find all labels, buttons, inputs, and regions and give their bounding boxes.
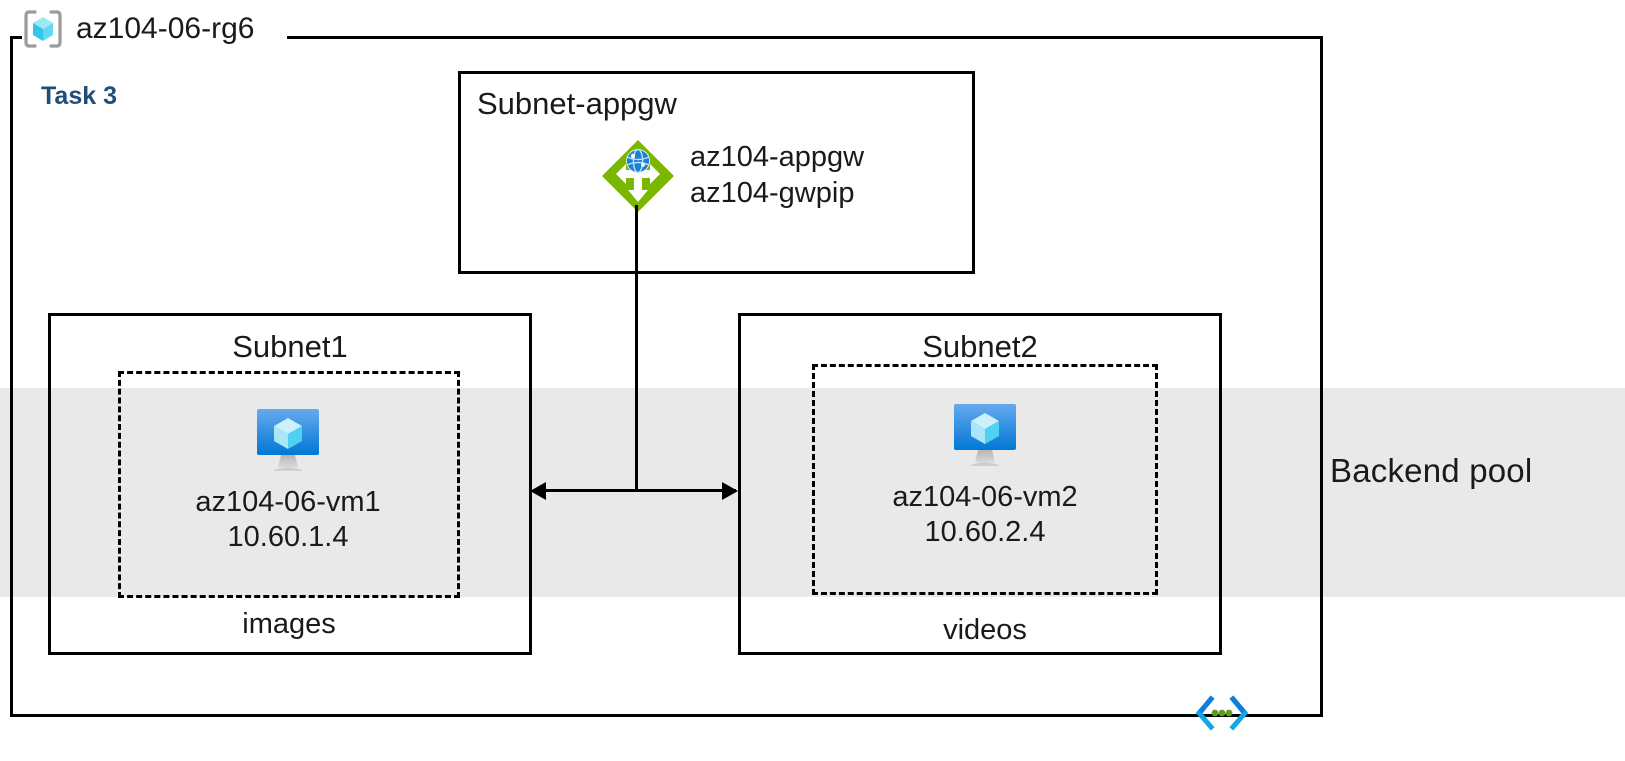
subnet1-vm-dashed-boundary xyxy=(118,371,460,598)
resource-group-cube-icon xyxy=(22,8,64,50)
subnet2-title: Subnet2 xyxy=(922,329,1038,364)
application-gateway-icon xyxy=(600,138,676,214)
resource-group-title: az104-06-rg6 xyxy=(22,5,254,53)
application-gateway-group: az104-appgw az104-gwpip xyxy=(600,138,864,214)
vm1-ip: 10.60.1.4 xyxy=(227,521,349,554)
appgw-resource-name: az104-appgw xyxy=(690,141,865,174)
subnet1-service-label: images xyxy=(242,608,336,640)
resource-group-title-mask xyxy=(22,20,287,54)
subnet2-box: Subnet2 xyxy=(738,313,1222,655)
resource-group-name: az104-06-rg6 xyxy=(76,12,255,45)
appgw-public-ip-name: az104-gwpip xyxy=(690,177,855,209)
vnet-code-brackets-icon xyxy=(1194,694,1250,732)
subnet1-title: Subnet1 xyxy=(232,329,348,364)
subnet-appgw-box: Subnet-appgw xyxy=(458,71,975,274)
subnet-link-arrowhead-right xyxy=(722,482,738,500)
vm2-name: az104-06-vm2 xyxy=(892,481,1078,513)
backend-pool-label: Backend pool xyxy=(1330,452,1533,489)
application-gateway-labels: az104-appgw az104-gwpip xyxy=(690,140,864,212)
resource-group-container xyxy=(10,36,1323,717)
task-label: Task 3 xyxy=(41,82,117,110)
virtual-machine-icon xyxy=(251,405,325,475)
vm2-ip: 10.60.2.4 xyxy=(924,516,1046,549)
gateway-connector-line xyxy=(635,205,638,490)
subnet-link-line xyxy=(536,489,736,492)
vm1-block: az104-06-vm1 10.60.1.4 xyxy=(118,405,458,556)
vm2-block: az104-06-vm2 10.60.2.4 xyxy=(815,400,1155,551)
subnet2-service-label: videos xyxy=(943,614,1027,646)
subnet2-vm-dashed-boundary xyxy=(812,364,1158,595)
subnet-link-arrowhead-left xyxy=(530,482,546,500)
virtual-machine-icon xyxy=(948,400,1022,470)
subnet-appgw-title: Subnet-appgw xyxy=(477,86,677,121)
vm1-name: az104-06-vm1 xyxy=(195,486,381,518)
